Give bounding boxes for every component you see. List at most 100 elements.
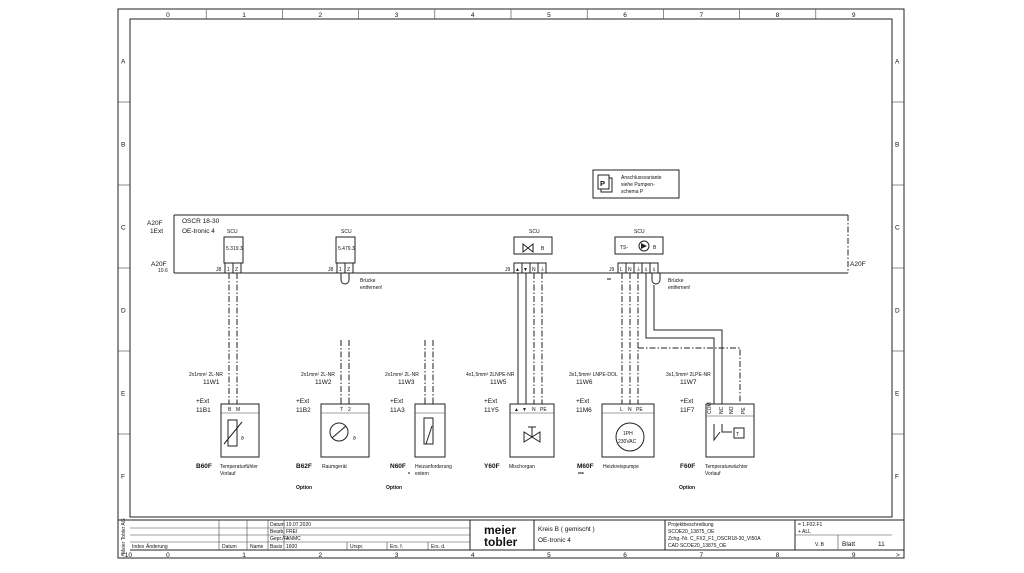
device-code: B60F [196, 463, 212, 470]
device-desc: Raumgerät [322, 464, 347, 470]
ext-label: +Ext [484, 398, 497, 405]
mixing-valve-icon [522, 242, 534, 254]
terminal: T [340, 407, 343, 413]
scu-pin: ⏚ [540, 266, 545, 273]
bottom-column-label: 4 [471, 552, 475, 559]
row-label: F [121, 474, 125, 481]
pump-variant-note: P Anschlussvariante siehe Pumpen- schema… [592, 169, 680, 199]
reference: = 1.F02.F1 [798, 522, 823, 528]
row-label: A [895, 59, 900, 66]
motor-phase: 1PH [623, 431, 633, 437]
column-label: 6 [623, 12, 627, 19]
scu-marker: ** [607, 278, 611, 284]
field-label: Gepr./Fr [270, 536, 289, 542]
brand-logo-line2: tobler [484, 535, 518, 549]
cable-ref: 11W3 [398, 379, 415, 386]
pump-note-icon: P [600, 179, 605, 188]
device-ref: 11A3 [390, 407, 405, 414]
bottom-column-label: > [896, 552, 900, 559]
bottom-column-label: 1 [242, 552, 246, 559]
bottom-column-label: 8 [776, 552, 780, 559]
terminal: M [236, 407, 240, 413]
ext-label: +Ext [196, 398, 209, 405]
row-label: D [121, 308, 126, 315]
origin-header: Ers. f. [390, 544, 403, 550]
cable-spec: 2x1mm² 2L-NR [301, 372, 335, 378]
device-star: * [408, 472, 410, 478]
device-11B2: 2x1mm² 2L-NR 11W2 +Ext 11B2 T 2 ϑ B62F R… [296, 372, 370, 491]
terminal: PE [741, 407, 747, 414]
field-value: 1600 [286, 544, 297, 550]
drawing-title: Kreis B ( gemischt ) [538, 526, 595, 533]
device-desc: Temperaturwächter [705, 464, 748, 470]
terminal: PE [540, 407, 547, 413]
bridge-symbol [651, 273, 661, 285]
scu-pin: 1 [339, 267, 342, 273]
ext-label: +Ext [296, 398, 309, 405]
project-line: Projektbeschreibung [668, 522, 714, 528]
column-label: 0 [166, 12, 170, 19]
cable-spec: 3x1,5mm² 2LPE-NR [666, 372, 711, 378]
column-label: 4 [471, 12, 475, 19]
scu-label: SCU [529, 229, 540, 235]
terminal: NC [719, 406, 725, 414]
pump-icon [638, 240, 650, 252]
bottom-column-label: 2 [319, 552, 323, 559]
option-label: Option [386, 485, 402, 491]
cable-spec: 4x1,5mm² 2LNPE-NR [466, 372, 515, 378]
device-code: B62F [296, 463, 312, 470]
column-label: 8 [776, 12, 780, 19]
motor-voltage: 230VAC [618, 439, 637, 445]
scu-pin: L [620, 267, 623, 273]
row-label: C [121, 225, 126, 232]
scu-pin: N [628, 267, 632, 273]
bottom-column-label: 6 [623, 552, 627, 559]
scu-label: SCU [634, 229, 645, 235]
scu-module-3: SCU B J9 ▲ ▼ N ⏚ [505, 229, 553, 274]
scu-pin: ▲ [515, 267, 520, 273]
pump-note-line: Anschlussvariante [621, 175, 662, 181]
field-label: Basis [270, 544, 283, 550]
device-code: Y60F [484, 463, 500, 470]
terminal: N [628, 407, 632, 413]
option-label: Option [679, 485, 695, 491]
cable-ref: 11W6 [576, 379, 593, 386]
bottom-column-label: 5 [547, 552, 551, 559]
bottom-column-label: 7 [700, 552, 704, 559]
pump-note-line: schema P [621, 189, 644, 195]
thermostat-icon [733, 427, 745, 439]
terminal: L [620, 407, 623, 413]
switch-contact-icon [713, 424, 732, 442]
scu-symbol: B [541, 246, 545, 252]
sensor-theta-icon: ϑ [241, 436, 244, 442]
terminal: NO [729, 406, 735, 414]
bridge-symbol [340, 273, 350, 285]
bridge-note: entfernen! [668, 285, 691, 291]
cable-ref: 11W2 [315, 379, 332, 386]
sensor-theta-icon: ϑ [353, 436, 356, 442]
controller-rail: A20F 1Ext OSCR 18-30 OE-tronic 4 A20F 10… [147, 214, 866, 274]
outer-frame [117, 8, 905, 559]
origin-header: Urspr. [350, 544, 363, 550]
device-desc: Temperaturfühler [220, 464, 258, 470]
controller-name: OSCR 18-30 [182, 218, 220, 225]
origin-header: Ers. d. [431, 544, 445, 550]
scu-pin: ⇓ [644, 267, 648, 273]
scu-pin: N [532, 267, 536, 273]
scu-module-code: 5.479.3 [338, 246, 355, 252]
scu-module-code: 5.319.3 [226, 246, 243, 252]
device-ref: 11B1 [196, 407, 211, 414]
cable-spec: 2x1mm² 2L-NR [189, 372, 223, 378]
wiring [228, 273, 741, 404]
reference: + ALL [798, 529, 811, 535]
device-desc: Mischorgan [509, 464, 535, 470]
cable-ref: 11W1 [203, 379, 220, 386]
column-label: 9 [852, 12, 856, 19]
index-header: Name [250, 544, 264, 550]
scu-pin: ▼ [523, 267, 528, 273]
bottom-column-label: 3 [395, 552, 399, 559]
